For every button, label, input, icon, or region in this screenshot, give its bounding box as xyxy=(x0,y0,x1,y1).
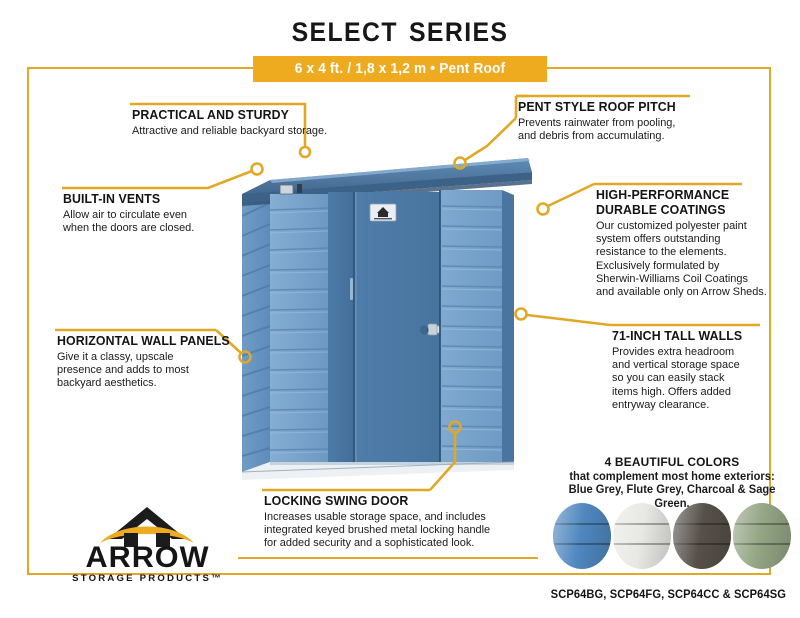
sku-line: SCP64BG, SCP64FG, SCP64CC & SCP64SG xyxy=(550,588,786,601)
callout-body: Allow air to circulate even when the doo… xyxy=(63,209,195,235)
arrow-gable-icon xyxy=(100,507,194,547)
colors-callout: 4 BEAUTIFUL COLORS that complement most … xyxy=(548,455,796,510)
callout-locking-swing-door: LOCKING SWING DOOR Increases usable stor… xyxy=(264,494,500,551)
color-swatch-sage-green[interactable] xyxy=(733,503,791,569)
callout-heading: PENT STYLE ROOF PITCH xyxy=(518,99,676,114)
callout-body: Our customized polyester paint system of… xyxy=(596,220,767,299)
spec-banner: 6 x 4 ft. / 1,8 x 1,2 m • Pent Roof xyxy=(253,56,547,82)
callout-pent-style-roof-pitch: PENT STYLE ROOF PITCH Prevents rainwater… xyxy=(518,100,684,143)
callout-body: Provides extra headroom and vertical sto… xyxy=(612,346,740,411)
colors-subheading: that complement most home exteriors: Blu… xyxy=(568,470,776,510)
color-swatch-flute-grey[interactable] xyxy=(613,503,671,569)
callout-heading: HORIZONTAL WALL PANELS xyxy=(57,333,230,348)
roof-vent xyxy=(279,184,294,195)
callout-practical-and-sturdy: PRACTICAL AND STURDY Attractive and reli… xyxy=(132,108,335,138)
callout-body: Give it a classy, upscale presence and a… xyxy=(57,351,189,390)
callout-horizontal-wall-panels: HORIZONTAL WALL PANELS Give it a classy,… xyxy=(57,334,239,391)
color-swatch-row xyxy=(552,503,792,569)
logo-tagline: STORAGE PRODUCTS™ xyxy=(72,573,223,584)
page-title: Select Series xyxy=(291,8,509,50)
callout-heading: LOCKING SWING DOOR xyxy=(264,493,409,508)
callout-heading: BUILT-IN VENTS xyxy=(63,191,161,206)
spec-banner-label: 6 x 4 ft. / 1,8 x 1,2 m • Pent Roof xyxy=(294,61,506,77)
callout-body: Increases usable storage space, and incl… xyxy=(264,511,491,550)
callout-71-inch-tall-walls: 71-INCH TALL WALLS Provides extra headro… xyxy=(612,329,749,412)
color-swatch-charcoal[interactable] xyxy=(673,503,731,569)
color-swatch-blue-grey[interactable] xyxy=(553,503,611,569)
door-logo-plate xyxy=(369,203,397,222)
callout-heading: PRACTICAL AND STURDY xyxy=(132,107,289,122)
logo-wordmark: ARROW xyxy=(85,541,210,574)
callout-body: Attractive and reliable backyard storage… xyxy=(132,125,328,137)
callout-heading: 71-INCH TALL WALLS xyxy=(612,328,743,343)
colors-heading: 4 BEAUTIFUL COLORS xyxy=(604,455,740,469)
callout-heading: HIGH-PERFORMANCE DURABLE COATINGS xyxy=(596,187,730,217)
shed-illustration xyxy=(242,158,532,480)
callout-built-in-vents: BUILT-IN VENTS Allow air to circulate ev… xyxy=(63,192,200,235)
callout-body: Prevents rainwater from pooling, and deb… xyxy=(518,117,676,143)
arrow-logo: ARROW STORAGE PRODUCTS™ xyxy=(60,505,235,585)
logo-divider-rule xyxy=(238,557,538,559)
callout-high-performance-durable-coatings: HIGH-PERFORMANCE DURABLE COATINGS Our cu… xyxy=(596,187,774,299)
